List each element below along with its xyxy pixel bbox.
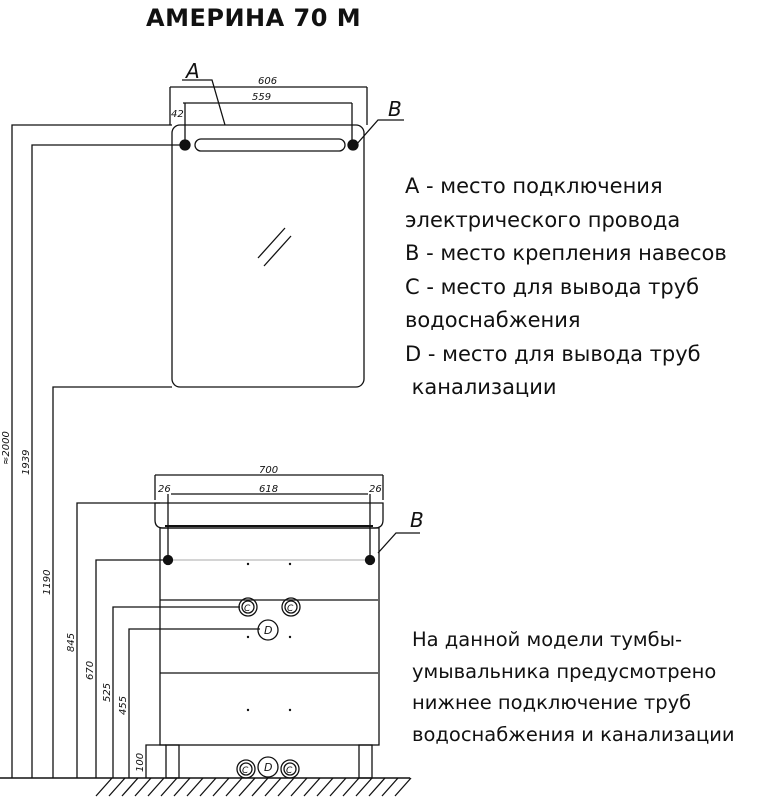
label-c: C bbox=[242, 766, 249, 776]
hatch-line bbox=[303, 777, 321, 797]
drain-outlet-d bbox=[257, 619, 279, 641]
hatch-line bbox=[121, 777, 139, 797]
hatch-line bbox=[277, 777, 295, 797]
note-line: водоснабжения и канализации bbox=[412, 722, 735, 746]
hatch-line bbox=[199, 777, 217, 797]
legend-line: C - место для вывода труб bbox=[405, 274, 700, 299]
hatch-line bbox=[212, 777, 230, 797]
hatch-line bbox=[316, 777, 334, 797]
hatch-line bbox=[251, 777, 269, 797]
dim-42: 42 bbox=[171, 109, 184, 120]
legend: A - место подключения электрического про… bbox=[405, 170, 727, 405]
drawing-title: АМЕРИНА 70 М bbox=[146, 4, 362, 32]
mirror bbox=[169, 79, 404, 388]
dim-606: 606 bbox=[258, 76, 277, 87]
hatch-line bbox=[225, 777, 243, 797]
label-d: D bbox=[264, 624, 272, 637]
marker-a: A bbox=[184, 59, 200, 83]
dim-100: 100 bbox=[135, 753, 146, 772]
legend-line: электрического провода bbox=[405, 207, 681, 232]
hatch-line bbox=[264, 777, 282, 797]
dim-1190: 1190 bbox=[42, 570, 53, 595]
dim-2000: ≈2000 bbox=[1, 431, 12, 465]
label-c: C bbox=[286, 766, 293, 776]
dim-559: 559 bbox=[252, 92, 271, 103]
dim-26-left: 26 bbox=[158, 484, 171, 495]
hatch-line bbox=[108, 777, 126, 797]
hatch-line bbox=[186, 777, 204, 797]
water-outlet-c bbox=[281, 597, 301, 617]
note-line: умывальника предусмотрено bbox=[412, 659, 717, 683]
legend-line: A - место подключения bbox=[405, 174, 663, 198]
dim-700: 700 bbox=[259, 465, 278, 476]
note-line: нижнее подключение труб bbox=[412, 691, 692, 714]
hatch-line bbox=[134, 777, 152, 797]
dim-1939: 1939 bbox=[21, 450, 32, 475]
height-labels: ≈2000 1939 1190 845 670 525 455 100 bbox=[1, 431, 146, 772]
hatch-line bbox=[355, 777, 373, 797]
dim-845: 845 bbox=[66, 633, 77, 652]
dim-26-right: 26 bbox=[369, 484, 382, 495]
hatch-line bbox=[329, 777, 347, 797]
installation-note: На данной модели тумбы- умывальника пред… bbox=[412, 624, 735, 750]
marker-b-cabinet: B bbox=[410, 508, 424, 532]
dim-618: 618 bbox=[259, 484, 278, 495]
hatch-line bbox=[394, 777, 412, 797]
note-line: На данной модели тумбы- bbox=[412, 628, 683, 651]
hatch-line bbox=[160, 777, 178, 797]
hatch-line bbox=[381, 777, 399, 797]
label-c: C bbox=[287, 604, 294, 614]
legend-line: водоснабжения bbox=[405, 308, 581, 332]
hatch-line bbox=[238, 777, 256, 797]
legend-line: B - место крепления навесов bbox=[405, 241, 727, 265]
bottom-outlets bbox=[236, 756, 300, 779]
legend-line: D - место для вывода труб bbox=[405, 341, 701, 366]
label-d: D bbox=[264, 761, 272, 774]
dim-455: 455 bbox=[118, 696, 129, 715]
water-outlet-c bbox=[238, 597, 258, 617]
hatch-line bbox=[95, 777, 113, 797]
dim-670: 670 bbox=[85, 661, 96, 680]
legend-line: канализации bbox=[405, 375, 557, 399]
hatch-line bbox=[342, 777, 360, 797]
dim-525: 525 bbox=[102, 683, 113, 702]
hatch-line bbox=[290, 777, 308, 797]
hatch-line bbox=[147, 777, 165, 797]
height-lines bbox=[0, 124, 410, 779]
hatch-line bbox=[368, 777, 386, 797]
hatch-line bbox=[173, 777, 191, 797]
marker-b-mirror: B bbox=[388, 97, 402, 121]
floor-hatch bbox=[95, 777, 412, 797]
cabinet bbox=[154, 474, 420, 779]
label-c: C bbox=[244, 604, 251, 614]
